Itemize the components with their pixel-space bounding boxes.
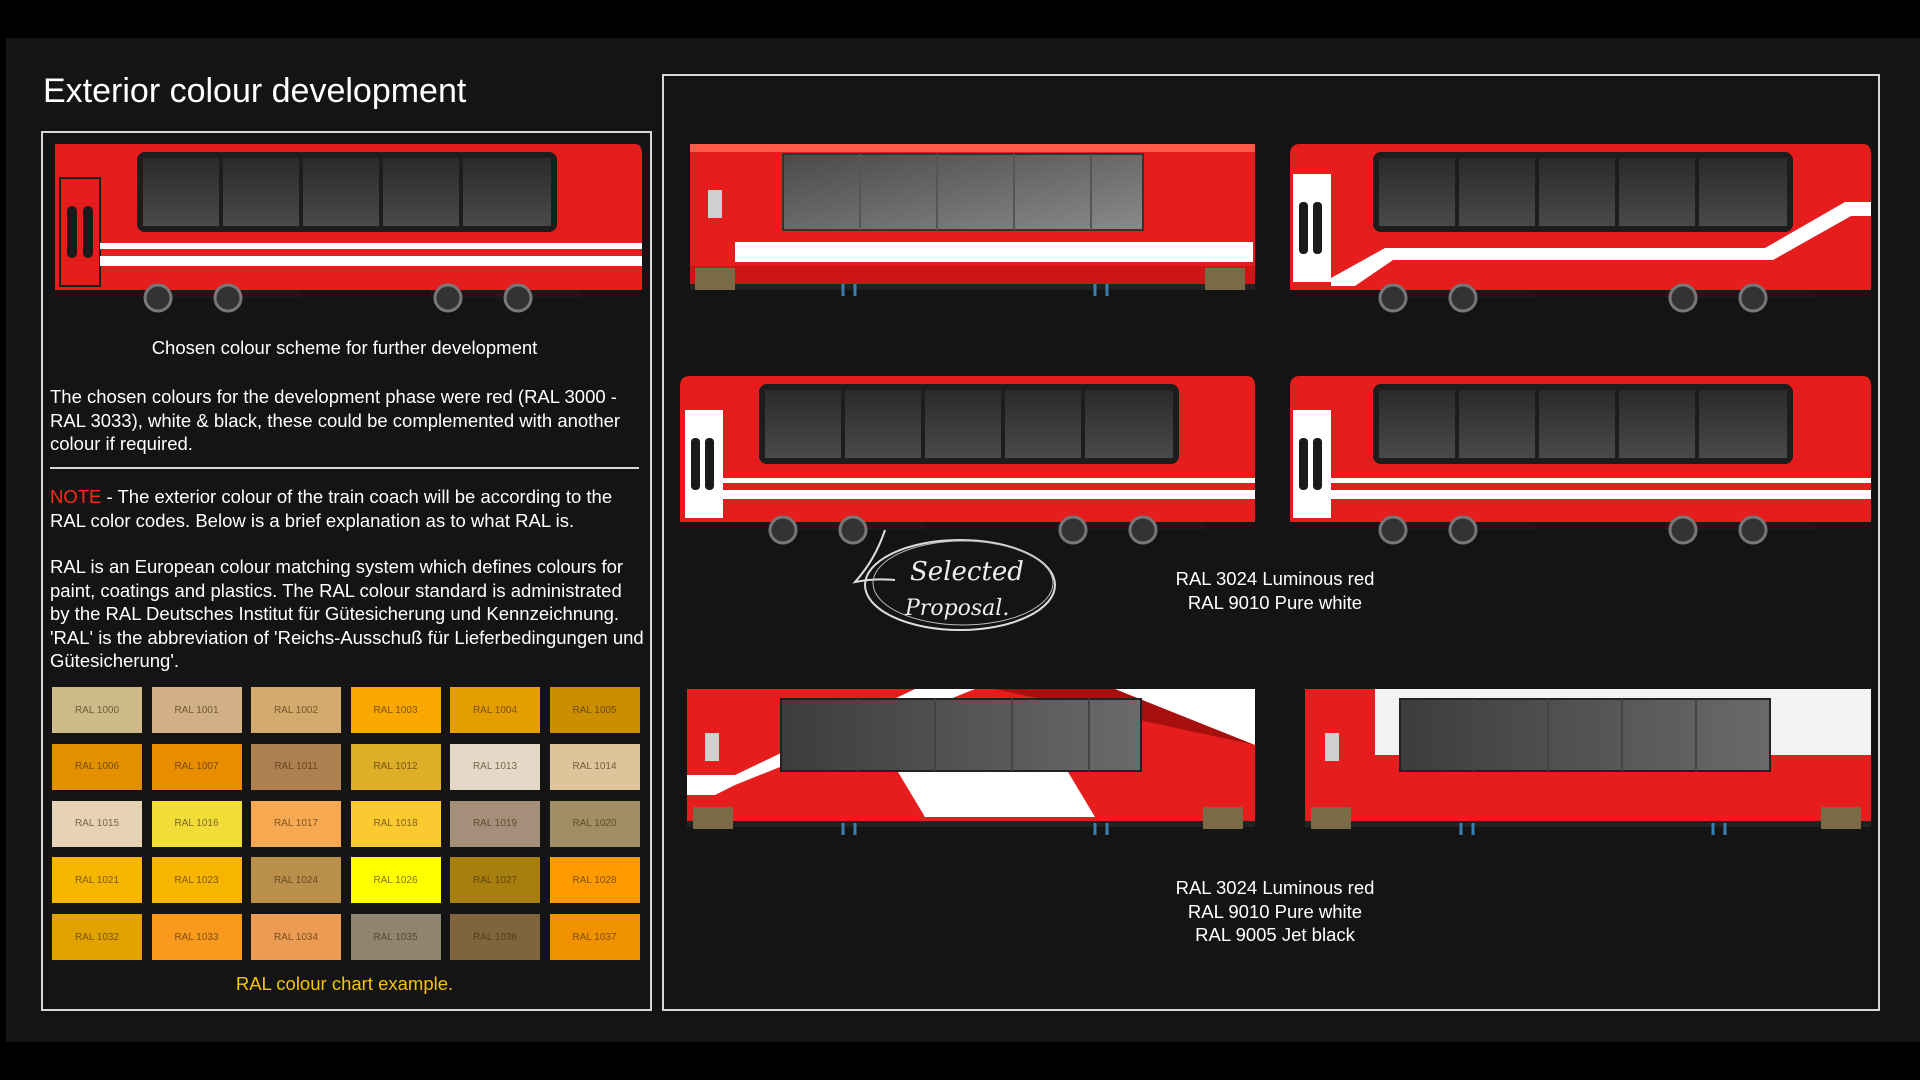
ral-swatch: RAL 1033 xyxy=(151,914,242,961)
left-panel xyxy=(41,131,652,1011)
chosen-scheme-train-image xyxy=(55,144,642,313)
ral-swatch: RAL 1034 xyxy=(251,914,341,961)
right-panel xyxy=(662,74,1880,1011)
ral-swatch: RAL 1019 xyxy=(450,800,540,847)
ral-swatch: RAL 1020 xyxy=(549,800,640,847)
note-paragraph: NOTE - The exterior colour of the train … xyxy=(50,485,645,532)
ral-swatch: RAL 1027 xyxy=(450,857,540,904)
ral-swatch: RAL 1007 xyxy=(151,743,242,790)
ral-swatch: RAL 1016 xyxy=(151,800,242,847)
ral-swatch: RAL 1003 xyxy=(350,687,441,733)
ral-swatch: RAL 1001 xyxy=(151,687,242,733)
ral-swatch: RAL 1026 xyxy=(350,857,441,904)
ral-swatch: RAL 1032 xyxy=(52,914,142,961)
annotation-red-white: RAL 3024 Luminous red RAL 9010 Pure whit… xyxy=(1130,567,1420,614)
ral-swatch: RAL 1036 xyxy=(450,914,540,961)
ral-swatch: RAL 1006 xyxy=(52,743,142,790)
train-proposal-red-white-black-1 xyxy=(687,689,1255,835)
annotation-line: RAL 9005 Jet black xyxy=(1195,924,1355,945)
annotation-red-white-black: RAL 3024 Luminous red RAL 9010 Pure whit… xyxy=(1130,876,1420,947)
annotation-line: RAL 3024 Luminous red xyxy=(1175,568,1375,589)
annotation-line: RAL 9010 Pure white xyxy=(1187,900,1363,922)
development-colours-paragraph: The chosen colours for the development p… xyxy=(50,386,621,454)
ral-swatch: RAL 1028 xyxy=(549,857,640,904)
ral-swatch: RAL 1011 xyxy=(251,743,341,790)
ral-swatch: RAL 1021 xyxy=(52,857,142,904)
ral-swatch: RAL 1035 xyxy=(350,914,441,961)
ral-swatch: RAL 1004 xyxy=(450,687,540,733)
ral-explanation-paragraph: RAL is an European colour matching syste… xyxy=(50,556,644,671)
ral-swatch: RAL 1017 xyxy=(251,800,341,847)
annotation-line: RAL 9010 Pure white xyxy=(1187,591,1363,613)
ral-swatch: RAL 1024 xyxy=(251,857,341,904)
note-label: NOTE xyxy=(50,486,102,507)
divider xyxy=(50,467,639,469)
ral-swatch: RAL 1005 xyxy=(549,687,640,733)
page-title: Exterior colour development xyxy=(43,72,467,110)
ral-swatch: RAL 1015 xyxy=(52,800,142,847)
chosen-scheme-caption: Chosen colour scheme for further develop… xyxy=(151,337,538,358)
ral-chart-caption: RAL colour chart example. xyxy=(235,973,454,994)
ral-swatch: RAL 1023 xyxy=(151,857,242,904)
annotation-line: RAL 3024 Luminous red xyxy=(1175,877,1375,898)
ral-swatch: RAL 1000 xyxy=(52,687,142,733)
train-proposal-straight-stripes xyxy=(1290,376,1871,545)
train-proposal-diagonal-stripe xyxy=(1290,144,1871,313)
ral-swatch: RAL 1002 xyxy=(251,687,341,733)
ral-swatch: RAL 1013 xyxy=(450,743,540,790)
train-proposal-side-view-1 xyxy=(690,144,1255,296)
ral-swatch: RAL 1018 xyxy=(350,800,441,847)
sketch-text-selected: Selected xyxy=(910,557,1024,587)
ral-swatch: RAL 1037 xyxy=(549,914,640,961)
ral-swatch: RAL 1012 xyxy=(350,743,441,790)
sketch-text-proposal: Proposal. xyxy=(904,596,1009,621)
selected-proposal-sketch: Selected Proposal. xyxy=(852,529,1056,631)
train-proposal-red-white-black-2 xyxy=(1305,689,1871,835)
ral-swatch: RAL 1014 xyxy=(549,743,640,790)
train-selected-proposal xyxy=(680,376,1255,545)
note-text: - The exterior colour of the train coach… xyxy=(50,486,613,531)
